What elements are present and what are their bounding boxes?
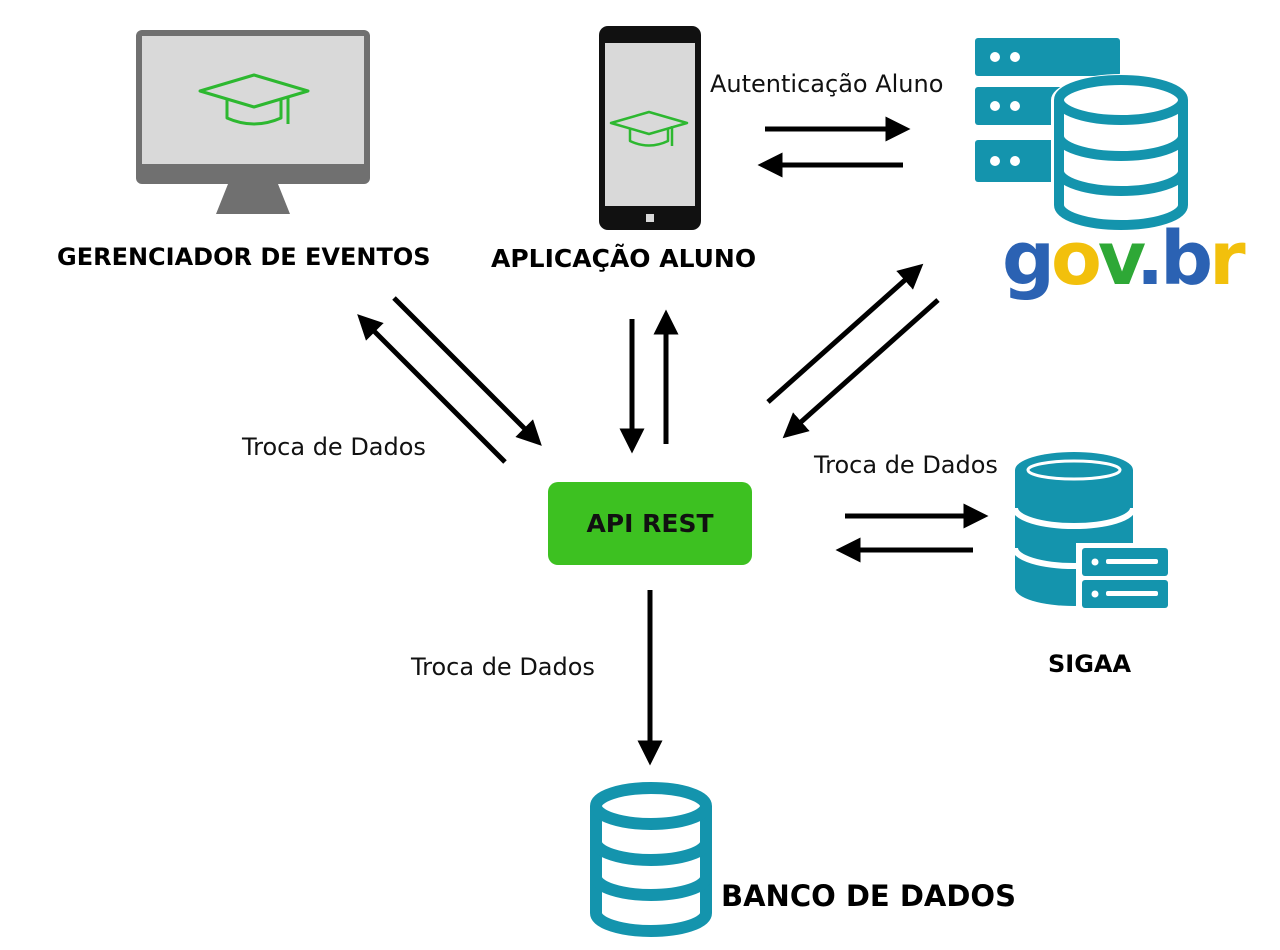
arrow-gerenciador-to-api <box>392 296 542 446</box>
arrow-govbr-to-api <box>782 298 940 439</box>
graduation-cap-icon <box>609 110 689 147</box>
api-rest-box: API REST <box>548 482 752 565</box>
troca-right-label: Troca de Dados <box>814 451 998 479</box>
sigaa-database-icon <box>1012 452 1136 606</box>
aplicacao-label: APLICAÇÃO ALUNO <box>491 244 757 273</box>
phone-home-button <box>646 214 654 222</box>
arrow-api-to-govbr <box>766 263 924 404</box>
gerenciador-label: GERENCIADOR DE EVENTOS <box>57 243 431 271</box>
monitor-screen <box>142 36 364 164</box>
sigaa-label: SIGAA <box>1048 650 1132 678</box>
phone-icon <box>599 26 701 230</box>
monitor-stand <box>216 184 290 214</box>
troca-bottom-label: Troca de Dados <box>411 653 595 681</box>
troca-left-label: Troca de Dados <box>242 433 426 461</box>
banco-label: BANCO DE DADOS <box>721 879 1016 913</box>
api-rest-label: API REST <box>586 509 714 538</box>
monitor-icon <box>136 30 370 214</box>
arrow-api-to-gerenciador <box>357 314 507 464</box>
sigaa-server-icon <box>1076 543 1174 613</box>
autenticacao-label: Autenticação Aluno <box>710 70 944 98</box>
govbr-database-icon <box>1051 74 1191 231</box>
graduation-cap-icon <box>198 73 310 126</box>
govbr-logo: gov.br <box>1002 216 1246 302</box>
banco-database-icon <box>590 782 712 937</box>
